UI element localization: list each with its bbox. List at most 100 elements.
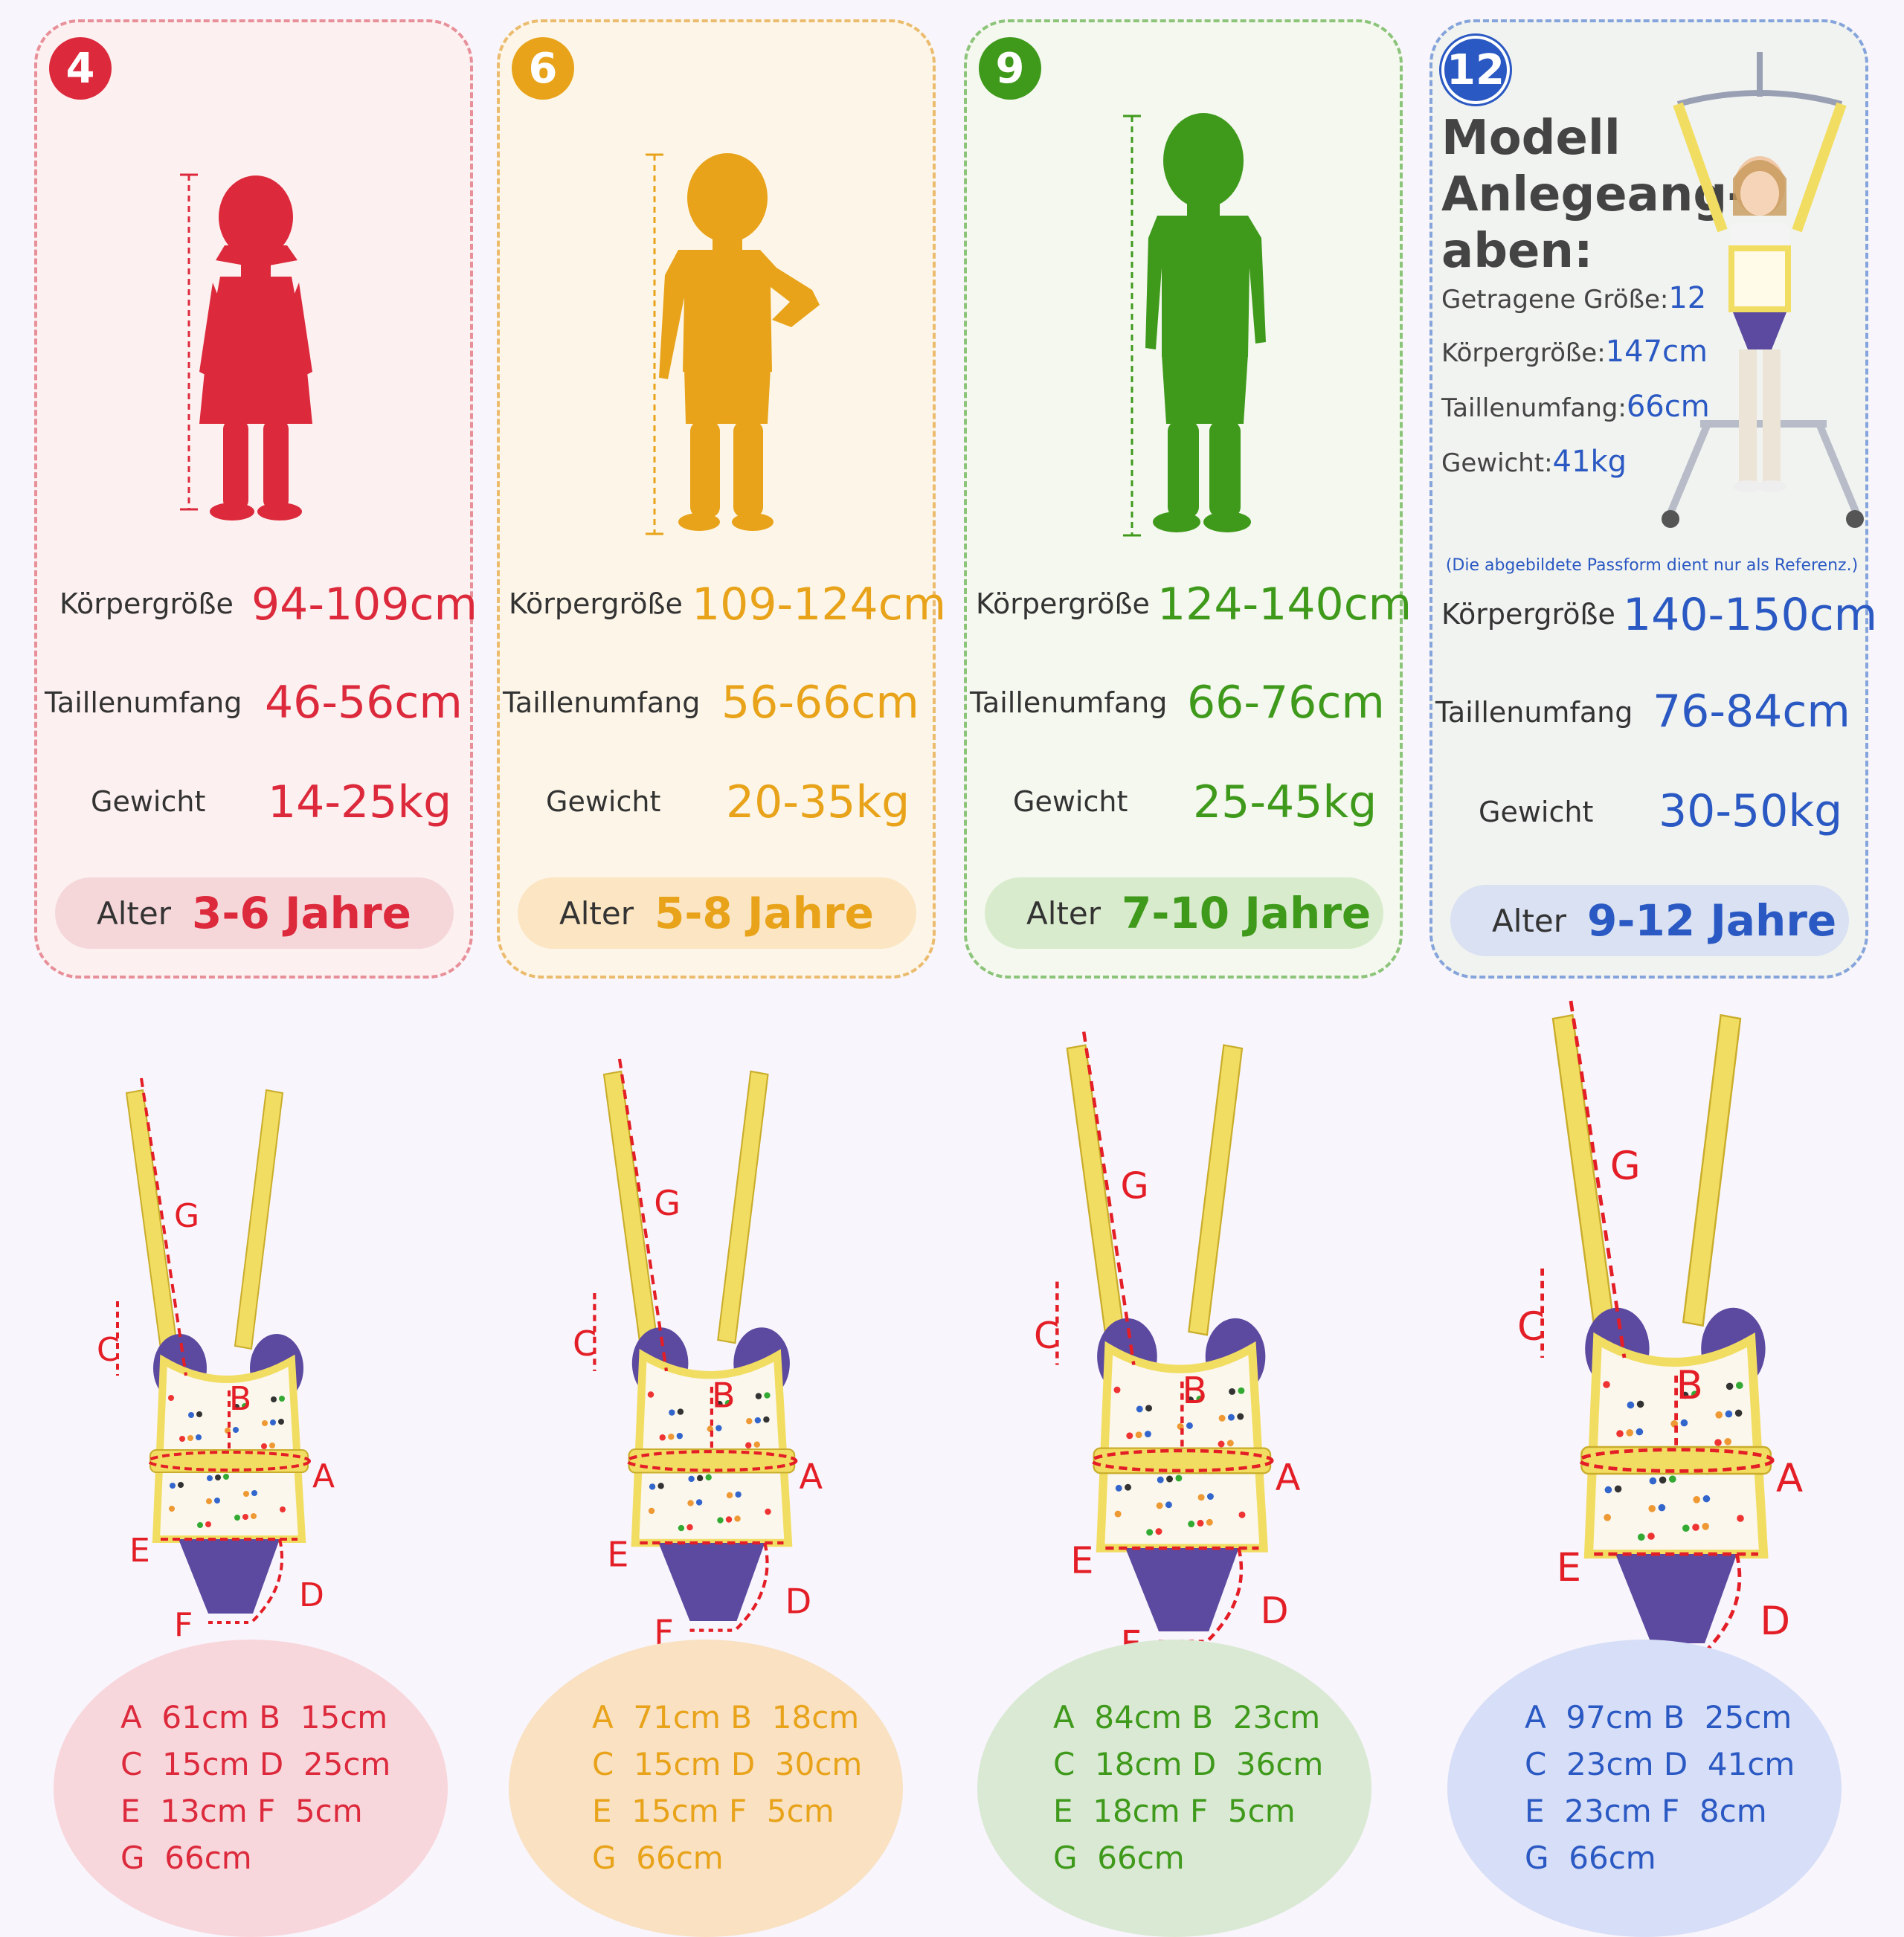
height-label: Körpergröße [976, 587, 1150, 620]
vest-pattern-dot [1649, 1477, 1657, 1485]
measurement-row: C 18cm D 36cm [1053, 1741, 1323, 1788]
age-label: Alter [1026, 895, 1101, 932]
vest-pattern-dot [278, 1419, 284, 1425]
vest-pattern-dot [1113, 1386, 1121, 1393]
diagram-letter-e: E [1070, 1539, 1093, 1582]
vest-pattern-dot [187, 1435, 193, 1441]
waist-label: Taillenumfang [970, 686, 1168, 719]
waist-label: Taillenumfang [45, 686, 242, 719]
age-value: 3-6 Jahre [191, 888, 411, 938]
vest-pattern-dot [214, 1498, 220, 1503]
measurement-a: A 97cm [1525, 1699, 1653, 1735]
measurement-g: G 66cm [120, 1840, 252, 1876]
vest-pattern-dot [763, 1416, 770, 1423]
vest-pattern-dot [1691, 1390, 1699, 1398]
vest-pattern-dot [251, 1490, 257, 1496]
vest-pattern-dot [688, 1475, 695, 1483]
model-photo-illustration [1662, 52, 1864, 528]
vest-pattern-dot [1206, 1493, 1214, 1501]
left-strap [125, 1089, 178, 1350]
vest-pattern-dot [1638, 1533, 1645, 1541]
vest-pattern-dot [1702, 1523, 1709, 1530]
measurement-d: D 36cm [1182, 1746, 1324, 1782]
size-badge: 4 [49, 37, 112, 100]
waist-value: 56-66cm [721, 677, 919, 729]
vest-pattern-dot [1229, 1388, 1236, 1395]
guide-d [1703, 1553, 1742, 1651]
vest-pattern-dot [1156, 1502, 1163, 1509]
seat [178, 1539, 280, 1614]
measurement-row: G 66cm [120, 1834, 390, 1881]
height-value: 124-140cm [1157, 578, 1412, 631]
vest-pattern-dot [705, 1474, 712, 1480]
diagram-letter-g: G [174, 1197, 199, 1235]
measurement-c: C 15cm [592, 1746, 721, 1782]
vest-pattern-dot [725, 1516, 733, 1523]
size-card-4: 4 Körpergröße 94-109cm Taillenumfang 46-… [34, 19, 477, 979]
measurement-d: D 41cm [1653, 1746, 1795, 1782]
seat [1125, 1548, 1239, 1631]
measurement-e: E 18cm [1053, 1793, 1180, 1829]
height-value: 140-150cm [1623, 589, 1878, 641]
guide-g [1569, 1000, 1627, 1359]
guide-a [1090, 1448, 1274, 1473]
model-weight: Gewicht:41kg [1441, 445, 1627, 479]
vest-pattern-dot [676, 1432, 684, 1440]
diagram-letter-b: B [1676, 1363, 1703, 1408]
vest-pattern-dot [242, 1514, 248, 1520]
vest-pattern-dot [251, 1513, 257, 1519]
vest-pattern-dot [1218, 1440, 1225, 1448]
model-worn-size: Getragene Größe:12 [1441, 281, 1707, 315]
waist-label: Taillenumfang [503, 686, 701, 719]
child-silhouette-girl [180, 173, 312, 520]
left-strap [602, 1070, 658, 1344]
vest-pattern-dot [1636, 1400, 1644, 1408]
model-title: Modell Anlegeang- aben: [1441, 111, 1747, 279]
measurement-c: C 18cm [1053, 1746, 1183, 1782]
measurement-row: A 84cm B 23cm [1053, 1694, 1323, 1741]
vest-pattern-dot [668, 1434, 675, 1440]
vest-pattern-dot [696, 1474, 704, 1482]
age-label: Alter [559, 895, 634, 932]
size-badge: 12 [1441, 36, 1510, 104]
vest-pattern-dot [270, 1419, 276, 1425]
age-value: 5-8 Jahre [654, 888, 874, 938]
vest-pattern-dot [1693, 1496, 1700, 1503]
vest-pattern-dot [1737, 1515, 1744, 1522]
vest-pattern-dot [1658, 1503, 1666, 1512]
weight-value: 30-50kg [1659, 785, 1843, 837]
vest-pattern-dot [1166, 1475, 1174, 1483]
vest-pattern-dot [1616, 1430, 1624, 1437]
vest-pattern-dot [262, 1420, 268, 1426]
age-label: Alter [1492, 902, 1566, 939]
vest-pattern-dot [1135, 1431, 1142, 1439]
weight-value: 25-45kg [1193, 776, 1377, 828]
vest-pattern-dot [197, 1522, 203, 1528]
diagram-letter-g: G [654, 1183, 681, 1223]
vest-pattern-dot [735, 1491, 742, 1498]
measurement-a: A 84cm [1053, 1699, 1182, 1735]
vest-pattern-dot [1604, 1514, 1611, 1521]
vest-pattern-dot [1237, 1413, 1244, 1420]
vest-pattern-dot [1681, 1391, 1689, 1399]
child-silhouette-older-boy [1123, 113, 1266, 537]
vest-pattern-dot [1702, 1495, 1711, 1503]
measurement-f: F 5cm [247, 1793, 363, 1829]
vest-pattern-dot [1175, 1474, 1183, 1482]
measurement-b: B 23cm [1181, 1699, 1321, 1735]
vest-pattern-dot [1125, 1483, 1132, 1491]
vest-pattern-dot [724, 1399, 732, 1407]
size-badge: 9 [979, 37, 1041, 100]
weight-label: Gewicht [546, 785, 661, 818]
vest-pattern-dot [1145, 1405, 1153, 1412]
measurement-oval-9 [977, 1640, 1371, 1937]
vest-pattern-dot [1726, 1382, 1734, 1390]
diagram-letter-a: A [1276, 1456, 1301, 1499]
vest-pattern-dot [1627, 1401, 1635, 1409]
vest-pattern-dot [687, 1500, 694, 1506]
age-pill: Alter 5-8 Jahre [518, 877, 916, 949]
measurement-row: E 15cm F 5cm [592, 1788, 862, 1834]
